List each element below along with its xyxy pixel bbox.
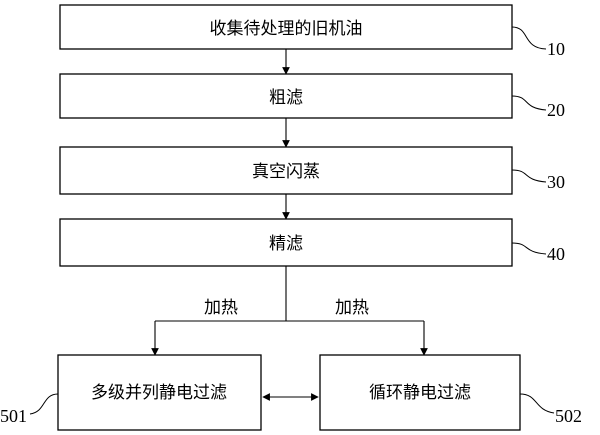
ref-number-502: 502	[555, 406, 582, 426]
step-box-collect	[59, 4, 513, 50]
step-label-coarse-filter: 粗滤	[269, 88, 303, 108]
ref-number-10: 10	[547, 39, 565, 59]
step-label-fine-filter: 精滤	[269, 234, 303, 254]
ref-leader-20	[511, 95, 547, 111]
ref-number-30: 30	[547, 172, 565, 192]
box-parallel-electrostatic-filter	[57, 354, 262, 431]
box-cyclic-electrostatic-filter	[319, 354, 521, 431]
ref-number-20: 20	[547, 100, 565, 120]
step-box-coarse-filter	[59, 73, 513, 119]
ref-leader-30	[511, 169, 547, 183]
heating-label-left: 加热	[204, 298, 238, 318]
ref-leader-502	[519, 393, 555, 414]
step-label-collect: 收集待处理的旧机油	[210, 19, 363, 39]
ref-leader-501	[29, 393, 59, 415]
heating-label-right: 加热	[335, 298, 369, 318]
label-parallel-electrostatic-filter: 多级并列静电过滤	[91, 383, 227, 403]
step-label-vacuum-flash: 真空闪蒸	[252, 162, 320, 182]
ref-number-40: 40	[547, 244, 565, 264]
ref-leader-10	[511, 26, 547, 50]
step-box-vacuum-flash	[59, 146, 513, 195]
ref-leader-40	[511, 242, 547, 255]
label-cyclic-electrostatic-filter: 循环静电过滤	[369, 383, 471, 403]
ref-number-501: 501	[0, 406, 27, 426]
